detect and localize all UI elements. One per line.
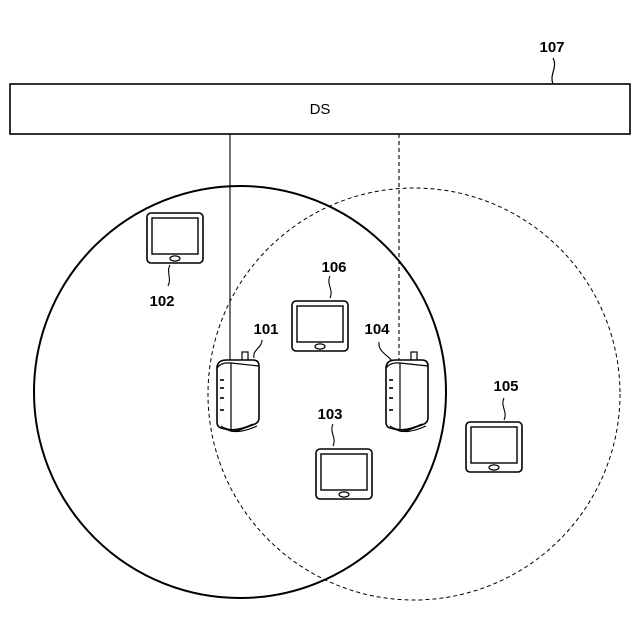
terminal-106 xyxy=(292,301,348,351)
terminal-103-label: 103 xyxy=(317,406,342,423)
access-point-104 xyxy=(386,352,428,432)
ds-bar: DS xyxy=(10,84,630,134)
terminal-102-label: 102 xyxy=(149,293,174,310)
ap-104-label: 104 xyxy=(364,321,390,338)
ds-label: DS xyxy=(310,101,331,118)
terminal-106-leader-line xyxy=(329,276,331,298)
ds-ref-label: 107 xyxy=(539,39,564,56)
terminal-105 xyxy=(466,422,522,472)
terminal-103 xyxy=(316,449,372,499)
terminal-102-leader-line xyxy=(168,265,170,286)
ds-leader-line xyxy=(552,58,555,84)
terminal-105-label: 105 xyxy=(493,378,518,395)
terminal-106-label: 106 xyxy=(321,259,346,276)
ap-104-leader-line xyxy=(379,342,392,361)
terminal-102 xyxy=(147,213,203,263)
terminal-103-leader-line xyxy=(332,424,334,446)
access-point-101 xyxy=(217,352,259,432)
ap-101-label: 101 xyxy=(253,321,278,338)
terminal-105-leader-line xyxy=(503,398,505,420)
ap-101-leader-line xyxy=(254,340,262,358)
